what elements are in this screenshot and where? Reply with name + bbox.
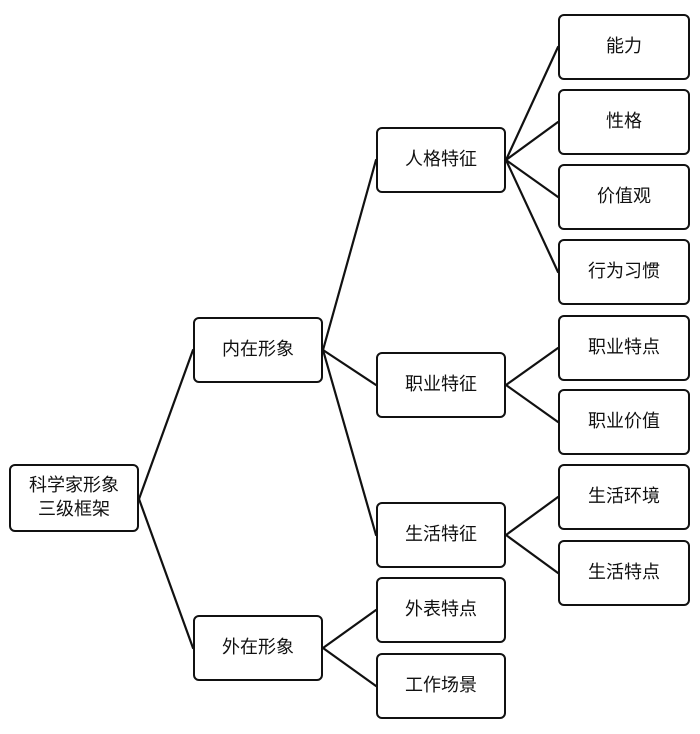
edge-root-outer [137,497,195,650]
edge-outer-appearance [321,608,378,650]
node-outer-image: 外在形象 [193,615,323,681]
node-life-env: 生活环境 [558,464,690,530]
node-appearance: 外表特点 [376,577,506,643]
edge-personality-character [504,120,560,162]
edge-life-traits [504,533,560,575]
node-inner-image: 内在形象 [193,317,323,383]
edge-personality-values [504,158,560,199]
node-life: 生活特征 [376,502,506,568]
edge-outer-workscene [321,646,378,688]
node-ability: 能力 [558,14,690,80]
edge-root-inner [137,348,195,501]
node-character: 性格 [558,89,690,155]
root-node: 科学家形象 三级框架 [9,464,139,532]
edge-personality-habits [504,158,560,274]
node-career-value: 职业价值 [558,389,690,455]
edge-career-traits [504,346,560,387]
edge-inner-life [321,348,378,537]
node-career: 职业特征 [376,352,506,418]
edge-personality-ability [504,45,560,162]
edge-inner-career [321,348,378,387]
node-personality: 人格特征 [376,127,506,193]
node-habits: 行为习惯 [558,239,690,305]
node-life-traits: 生活特点 [558,540,690,606]
edge-career-value [504,383,560,424]
edge-inner-personality [321,158,378,352]
node-career-traits: 职业特点 [558,315,690,381]
node-values: 价值观 [558,164,690,230]
edge-life-env [504,495,560,537]
node-work-scene: 工作场景 [376,653,506,719]
